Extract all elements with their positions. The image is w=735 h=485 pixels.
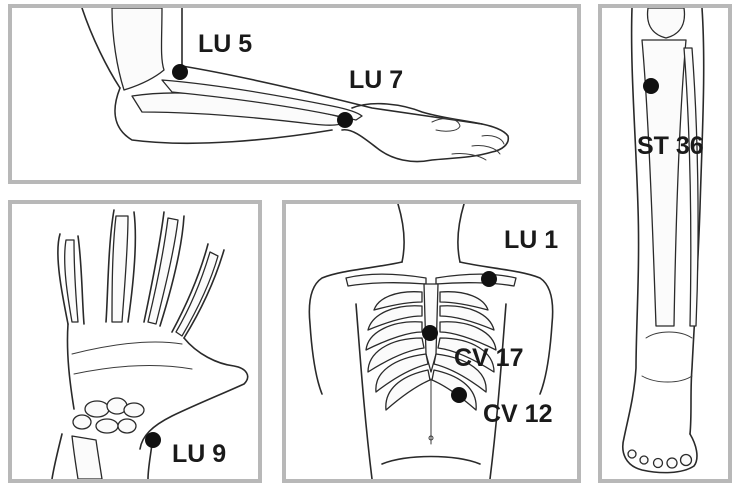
lu5-point: [172, 64, 188, 80]
lu7-label: LU 7: [349, 68, 403, 93]
lu1-point: [481, 271, 497, 287]
lu1-label: LU 1: [504, 228, 558, 253]
leg-panel: ST 36: [598, 4, 732, 483]
lu5-label: LU 5: [198, 32, 252, 57]
forearm-illustration: [12, 8, 577, 180]
cv17-point: [422, 325, 438, 341]
hand-illustration: [12, 204, 258, 479]
lu9-point: [145, 432, 161, 448]
lu7-point: [337, 112, 353, 128]
leg-illustration: [602, 8, 728, 479]
cv12-point: [451, 387, 467, 403]
st36-label: ST 36: [637, 134, 704, 159]
cv17-label: CV 17: [454, 346, 523, 371]
hand-panel: LU 9: [8, 200, 262, 483]
chest-panel: LU 1 CV 17 CV 12: [282, 200, 581, 483]
cv12-label: CV 12: [483, 402, 552, 427]
lu9-label: LU 9: [172, 442, 226, 467]
st36-point: [643, 78, 659, 94]
forearm-panel: LU 5 LU 7: [8, 4, 581, 184]
